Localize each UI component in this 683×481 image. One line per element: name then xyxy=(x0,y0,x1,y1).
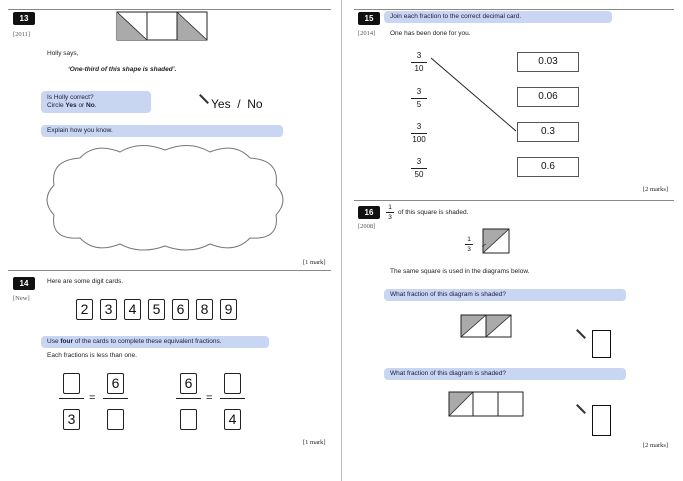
question-year: [New] xyxy=(13,295,30,302)
answer-box-a[interactable] xyxy=(592,330,611,358)
digit-card[interactable]: 6 xyxy=(172,299,189,320)
equals-sign: = xyxy=(206,392,213,404)
question-year: [2011] xyxy=(13,31,31,38)
fraction-bar xyxy=(103,398,128,399)
decimal-card[interactable]: 0.03 xyxy=(517,52,579,72)
page-divider xyxy=(341,0,342,481)
question-number: 14 xyxy=(13,277,35,290)
question-number: 13 xyxy=(13,12,35,25)
q16-shaded-text: of this square is shaded. xyxy=(398,209,469,216)
digit-card[interactable]: 3 xyxy=(100,299,117,320)
denominator-card[interactable]: 3 xyxy=(63,409,80,430)
q16-question-a-bar: What fraction of this diagram is shaded? xyxy=(384,289,626,301)
cloud-answer-area[interactable] xyxy=(40,140,290,255)
holly-says: Holly says, xyxy=(47,50,79,57)
question-number: 15 xyxy=(358,12,380,25)
q14-rule xyxy=(8,270,331,271)
fraction-bar xyxy=(176,398,201,399)
three-squares-diagram xyxy=(448,391,524,417)
decimal-card[interactable]: 0.06 xyxy=(517,87,579,107)
question-year: [2008] xyxy=(358,223,376,230)
answer-box-b[interactable] xyxy=(592,405,611,436)
q16-mark: [2 marks] xyxy=(643,442,669,449)
denominator-card[interactable]: 4 xyxy=(224,409,241,430)
digit-card[interactable]: 4 xyxy=(124,299,141,320)
q13-explain-bar: Explain how you know. xyxy=(41,125,283,137)
numerator-box[interactable] xyxy=(63,373,80,394)
q13-ask-bar: Is Holly correct? Circle Yes or No. xyxy=(41,91,151,113)
ask-line2: Circle Yes or No. xyxy=(47,102,97,109)
q14-mark: [1 mark] xyxy=(303,439,326,446)
decimal-card[interactable]: 0.6 xyxy=(517,157,579,177)
q14-intro: Here are some digit cards. xyxy=(47,278,124,285)
q16-rule xyxy=(354,200,674,201)
numerator-card[interactable]: 6 xyxy=(180,373,197,394)
digit-card[interactable]: 2 xyxy=(76,299,93,320)
q16-question-b-bar: What fraction of this diagram is shaded? xyxy=(384,368,626,380)
q15-mark: [2 marks] xyxy=(643,186,669,193)
fraction-bar xyxy=(220,398,245,399)
pencil-icon xyxy=(199,94,209,104)
numerator-card[interactable]: 6 xyxy=(107,373,124,394)
q16-same-square: The same square is used in the diagrams … xyxy=(390,268,530,275)
q14-less-than-one: Each fractions is less than one. xyxy=(47,352,137,359)
join-line-example xyxy=(430,57,517,132)
digit-card[interactable]: 8 xyxy=(196,299,213,320)
q13-mark: [1 mark] xyxy=(303,259,326,266)
question-year: [2014] xyxy=(358,30,376,37)
numerator-box[interactable] xyxy=(224,373,241,394)
q15-instruction-bar: Join each fraction to the correct decima… xyxy=(384,11,612,23)
pencil-icon xyxy=(576,329,586,339)
equals-sign: = xyxy=(89,392,96,404)
fraction-bar xyxy=(59,398,84,399)
top-rule-left xyxy=(8,9,331,10)
q14-instruction-bar: Use four of the cards to complete these … xyxy=(41,336,269,348)
digit-card[interactable]: 5 xyxy=(148,299,165,320)
question-number: 16 xyxy=(358,206,380,219)
digit-card[interactable]: 9 xyxy=(220,299,237,320)
pencil-icon xyxy=(576,404,586,414)
q15-done-one: One has been done for you. xyxy=(390,30,471,37)
top-rule-right xyxy=(354,9,674,10)
shaded-square xyxy=(482,228,510,254)
decimal-card[interactable]: 0.3 xyxy=(517,122,579,142)
denominator-box[interactable] xyxy=(107,409,124,430)
yes-no-choice[interactable]: Yes / No xyxy=(211,97,263,111)
ask-line1: Is Holly correct? xyxy=(47,94,94,101)
denominator-box[interactable] xyxy=(180,409,197,430)
two-squares-diagram xyxy=(460,314,512,338)
holly-quote: ‘One-third of this shape is shaded’. xyxy=(68,66,177,73)
thirds-shape xyxy=(116,11,208,41)
